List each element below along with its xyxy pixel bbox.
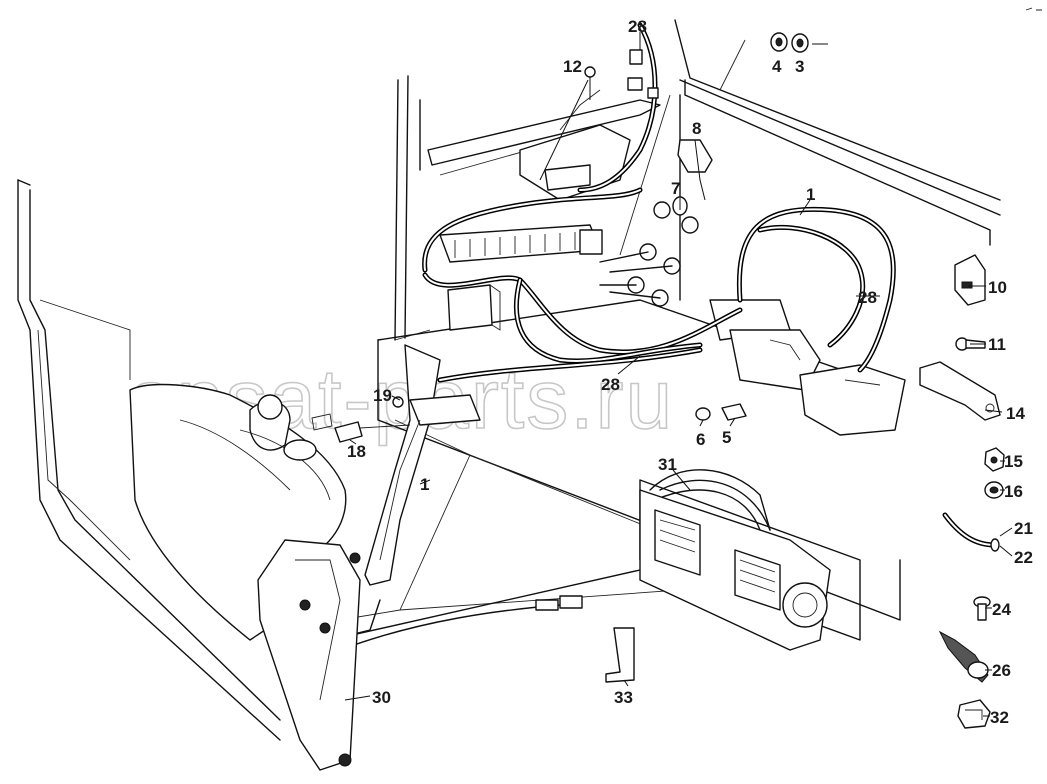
callout-15: 15 — [1004, 452, 1023, 471]
callout-4: 4 — [772, 57, 782, 76]
upper-console — [519, 89, 631, 201]
part-4-3-washers — [770, 32, 828, 53]
callout-6: 6 — [696, 430, 705, 449]
relay-box-small — [447, 284, 501, 331]
corner-mark — [1025, 7, 1042, 11]
callout-33: 33 — [614, 688, 633, 707]
callout-30: 30 — [372, 688, 391, 707]
callout-8: 8 — [692, 119, 701, 138]
part-26-clip — [938, 630, 989, 683]
part-10-bracket — [954, 254, 986, 306]
column-bracket — [364, 344, 481, 586]
callout-21: 21 — [1014, 519, 1033, 538]
callout-1-right: 1 — [806, 185, 815, 204]
callout-26: 26 — [992, 661, 1011, 680]
callout-19: 19 — [373, 386, 392, 405]
callout-28-top: 28 — [628, 17, 647, 36]
wiring-harness — [289, 22, 896, 761]
callout-10: 10 — [988, 278, 1007, 297]
callout-14: 14 — [1006, 404, 1025, 423]
callout-5: 5 — [722, 428, 731, 447]
part-21-22-hose — [942, 512, 1000, 552]
part-24-screw — [973, 596, 991, 621]
top-connector-28 — [627, 49, 659, 99]
floor-connector — [535, 595, 583, 611]
callout-24: 24 — [992, 600, 1011, 619]
heater-unit — [639, 469, 831, 651]
part-16-washer — [984, 481, 1004, 499]
callout-32: 32 — [990, 708, 1009, 727]
callout-1-left: 1 — [420, 475, 429, 494]
screw-18-19 — [311, 396, 411, 443]
callout-28-mid: 28 — [601, 375, 620, 394]
callout-18: 18 — [347, 442, 366, 461]
callout-22: 22 — [1014, 548, 1033, 567]
callout-31: 31 — [658, 455, 677, 474]
callout-16: 16 — [1004, 482, 1023, 501]
callout-11: 11 — [988, 335, 1006, 354]
bracket-33 — [605, 627, 635, 683]
part-14-bracket — [919, 361, 1001, 421]
part-6-5-screw — [695, 403, 747, 421]
part-15-nut — [984, 447, 1005, 472]
callout-12: 12 — [563, 57, 582, 76]
part-32-clip — [957, 699, 991, 729]
callout-28-right: 28 — [858, 288, 877, 307]
callout-7: 7 — [671, 179, 680, 198]
fuse-strip — [439, 224, 603, 263]
callout-labels: 28 4 3 12 8 7 1 10 28 11 28 14 19 18 6 5… — [347, 17, 1033, 727]
central-relay-block — [709, 299, 906, 436]
part-12-screw — [584, 66, 596, 100]
lower-bracket-30 — [257, 539, 361, 771]
part-8-plate — [677, 139, 713, 173]
leader-lines — [344, 32, 1013, 717]
callout-3: 3 — [795, 57, 804, 76]
